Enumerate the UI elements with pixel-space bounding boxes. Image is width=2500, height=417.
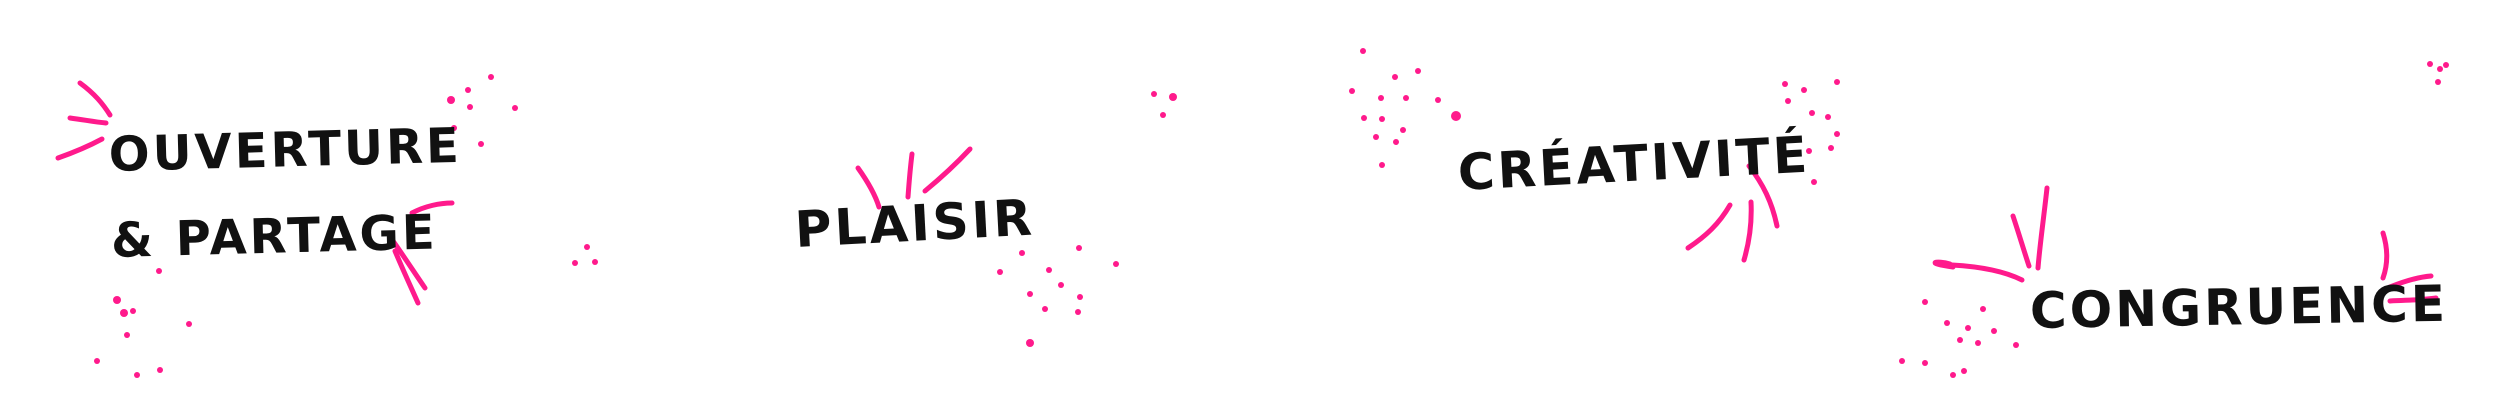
dot: [1980, 306, 1986, 312]
dot: [478, 141, 484, 147]
dot: [1991, 328, 1997, 334]
burst-stroke: [2035, 185, 2050, 271]
dot: [186, 321, 192, 327]
dot: [1042, 306, 1048, 312]
dot: [465, 87, 471, 93]
dot: [2437, 66, 2443, 72]
dot: [488, 74, 494, 80]
dot: [1349, 88, 1355, 94]
burst-stroke: [1746, 163, 1780, 229]
dot: [451, 125, 457, 131]
word-ouverture-partage: Ouverture & partage: [108, 103, 465, 284]
dot: [1113, 261, 1119, 267]
burst-stroke: [2387, 295, 2439, 304]
dot: [1169, 93, 1177, 101]
dot: [1922, 360, 1928, 366]
dot: [1027, 291, 1033, 297]
dot: [584, 244, 590, 250]
burst-stroke: [905, 151, 915, 200]
dot: [1379, 116, 1385, 122]
burst-stroke: [2387, 273, 2434, 290]
dot: [1806, 148, 1812, 154]
dot: [1451, 111, 1461, 121]
dot: [1834, 131, 1840, 137]
word-ouverture: Ouverture: [108, 117, 463, 184]
burst-stroke: [2380, 230, 2390, 281]
dot: [1378, 95, 1384, 101]
dot: [1922, 299, 1928, 305]
dot: [1403, 95, 1409, 101]
dot: [1801, 87, 1807, 93]
burst-stroke: [855, 165, 882, 210]
dot: [1058, 282, 1064, 288]
dot: [1975, 340, 1981, 346]
dot: [2443, 62, 2449, 68]
dot: [1957, 337, 1963, 343]
burst-stroke: [392, 248, 421, 306]
dot: [1379, 162, 1385, 168]
dot: [592, 259, 598, 265]
dot: [2013, 342, 2019, 348]
dot: [1950, 372, 1956, 378]
dot: [1415, 68, 1421, 74]
burst-stroke: [1932, 259, 1956, 270]
dot: [1965, 325, 1971, 331]
word-congruence: Congruence: [2029, 274, 2449, 340]
dot: [113, 296, 121, 304]
dot: [1360, 48, 1366, 54]
dot: [1782, 81, 1788, 87]
burst-stroke: [2010, 213, 2032, 269]
burst-stroke: [55, 136, 105, 161]
burst-stroke: [409, 200, 455, 216]
dot: [1361, 115, 1367, 121]
dot: [1046, 267, 1052, 273]
dot: [1393, 139, 1399, 145]
dot: [94, 358, 100, 364]
dot: [447, 96, 455, 104]
dot: [1435, 97, 1441, 103]
dot: [1825, 114, 1831, 120]
dot: [1392, 74, 1398, 80]
dot: [1160, 112, 1166, 118]
dot: [1075, 309, 1081, 315]
word-plaisir: Plaisir: [793, 188, 1037, 259]
dot: [997, 269, 1003, 275]
burst-stroke: [67, 115, 109, 126]
dot: [1961, 368, 1967, 374]
burst-stroke: [77, 80, 113, 118]
dot: [2435, 79, 2441, 85]
burst-stroke: [1949, 262, 2025, 283]
dot: [1834, 79, 1840, 85]
dot: [1809, 110, 1815, 116]
dot: [120, 309, 128, 317]
dot: [124, 332, 130, 338]
dot: [1077, 294, 1083, 300]
dot: [1899, 358, 1905, 364]
dot: [1026, 339, 1034, 347]
dot: [1944, 320, 1950, 326]
dot: [1019, 250, 1025, 256]
dot: [134, 372, 140, 378]
word-partage: & partage: [110, 204, 439, 269]
burst-stroke: [922, 146, 973, 194]
dot: [1811, 179, 1817, 185]
burst-stroke: [1741, 199, 1754, 263]
dot: [1785, 98, 1791, 104]
dot: [130, 308, 136, 314]
dot: [1400, 127, 1406, 133]
dot: [1151, 91, 1157, 97]
dot: [156, 268, 162, 274]
dot: [2427, 61, 2433, 67]
burst-stroke: [390, 238, 428, 291]
dot: [1828, 145, 1834, 151]
dot: [1076, 245, 1082, 251]
dot: [572, 260, 578, 266]
burst-stroke: [1685, 202, 1733, 251]
dot: [1373, 134, 1379, 140]
dot: [157, 367, 163, 373]
dot: [512, 105, 518, 111]
dot: [467, 104, 473, 110]
